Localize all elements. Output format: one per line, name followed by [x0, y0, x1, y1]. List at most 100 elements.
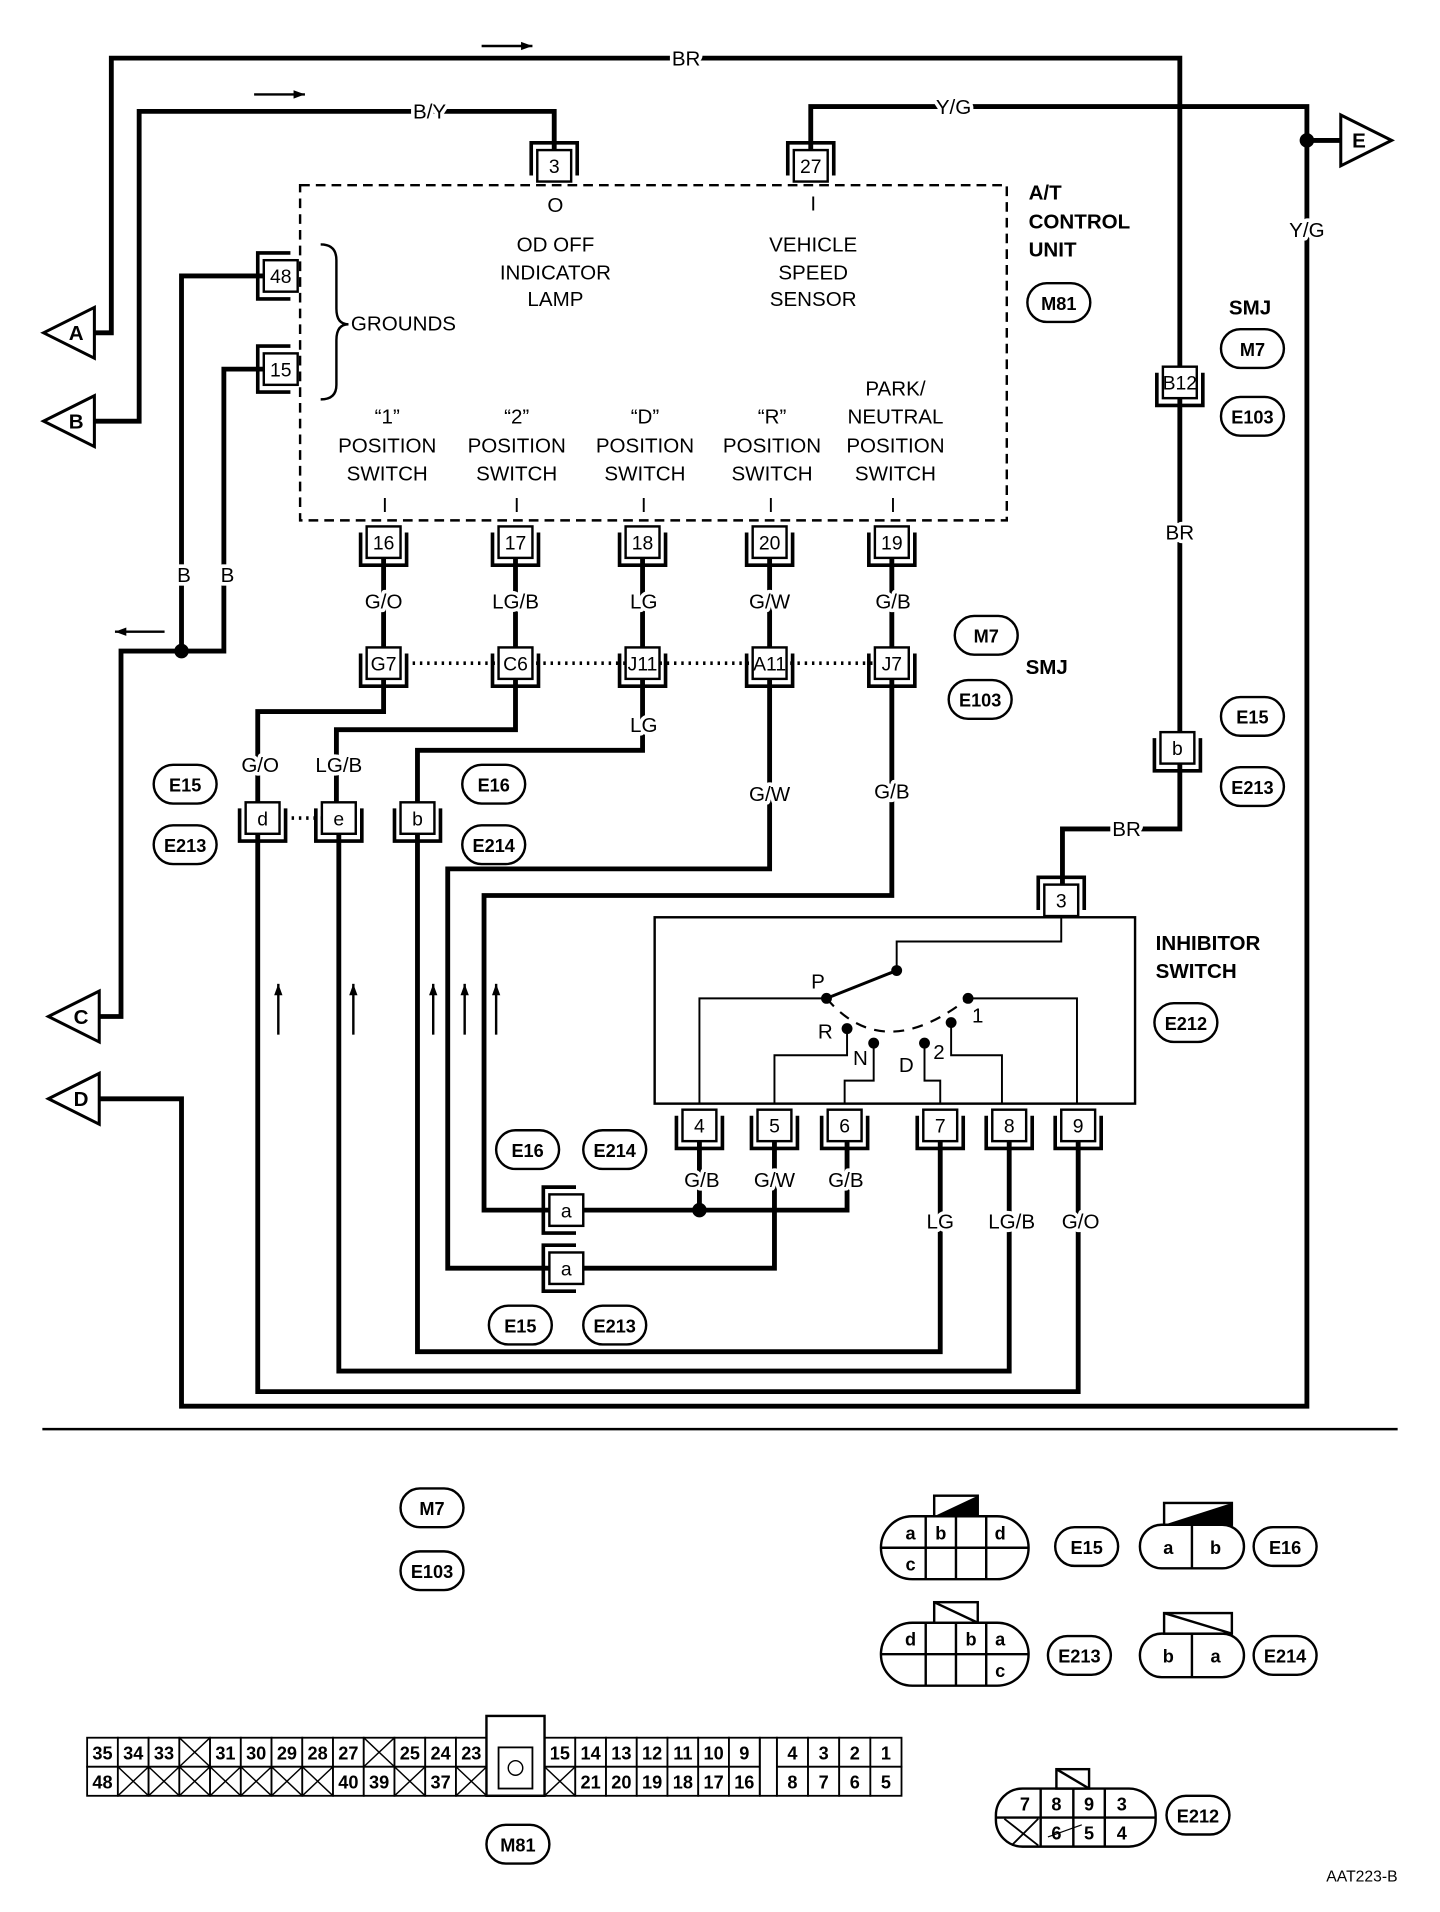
smj-terminal-label: J11 — [628, 653, 658, 675]
connector-id-e214-label: E214 — [473, 836, 515, 856]
connector-face-m81-cell-label: 9 — [739, 1743, 749, 1763]
connector-face-m81-cell-label: 7 — [819, 1773, 829, 1793]
terminal-3-label: 3 — [549, 156, 560, 178]
connector-id-e16 — [461, 763, 527, 805]
connector-face-e212-cell: 5 — [1084, 1823, 1094, 1843]
inhibitor-pin-bracket — [674, 1115, 725, 1151]
unused-cavity-mark — [209, 1766, 242, 1797]
od-off-label-3: LAMP — [527, 288, 583, 311]
connector-face-e212-cell: 9 — [1084, 1794, 1094, 1814]
terminal-15-bracket — [255, 344, 291, 394]
inhibitor-switch-box — [653, 916, 1137, 1105]
switch-1-label-1: “1” — [375, 406, 400, 429]
wire-lg-7 — [415, 818, 943, 1355]
harness-terminal-a-label: a — [561, 1200, 572, 1222]
unused-cavity-mark — [178, 1766, 211, 1797]
position-p: P — [811, 971, 825, 994]
smj-terminal — [873, 646, 910, 681]
inhibitor-internal-r — [773, 1028, 849, 1104]
terminal-16-bracket — [358, 532, 409, 567]
connector-id-e103 — [947, 678, 1013, 721]
terminal-3 — [536, 148, 573, 183]
connector-id-e214-label: E214 — [1264, 1647, 1306, 1667]
inhibitor-pin-label: 6 — [839, 1116, 850, 1138]
wire-br-3 — [1060, 382, 1183, 901]
smj-terminal-bracket — [358, 653, 409, 688]
harness-terminal-b — [1159, 730, 1196, 765]
diagram-code: AAT223-B — [1326, 1869, 1397, 1886]
terminal-18 — [624, 525, 661, 560]
connector-face-e15-cell: d — [995, 1523, 1006, 1543]
connector-face-m81-cell-label: 10 — [703, 1743, 723, 1763]
connector-id-e16 — [494, 1129, 561, 1171]
offpage-connector-a — [40, 304, 96, 361]
connector-face-e214-key-mark — [1163, 1611, 1233, 1635]
switch-r-label-3: SWITCH — [731, 462, 812, 485]
wire-label-gb: G/B — [875, 591, 910, 614]
smj-terminal — [365, 646, 402, 681]
wire-label-go: G/O — [241, 754, 279, 777]
unused-cavity-mark — [544, 1766, 576, 1797]
connector-face-e213-cell: d — [905, 1630, 916, 1650]
offpage-connector-c-label: C — [74, 1006, 89, 1029]
connector-face-m81-cell-label: 20 — [611, 1773, 631, 1793]
wire-label-yg: Y/G — [936, 96, 971, 119]
wire-label-by: B/Y — [413, 101, 446, 124]
arrow-head-icon — [429, 983, 438, 996]
connector-face-m81-cell — [775, 1765, 809, 1797]
connector-id-e15 — [1219, 695, 1286, 737]
connector-face-m81-cell — [666, 1765, 700, 1797]
connector-id-e212-label: E212 — [1177, 1806, 1219, 1826]
connector-id-e213-label: E213 — [594, 1316, 636, 1336]
terminal-in-mark: I — [810, 193, 816, 216]
smj-terminal-b12-label: B12 — [1163, 373, 1197, 395]
switch-2-label-2: POSITION — [468, 435, 566, 458]
connector-face-e214-cell: b — [1163, 1647, 1174, 1667]
terminal-16 — [365, 525, 402, 560]
connector-face-e16-cell: b — [1210, 1538, 1221, 1558]
connector-face-m81-cell-label: 4 — [787, 1743, 797, 1763]
connector-face-m81-cell-label: 25 — [400, 1743, 420, 1763]
connector-id-m7-label: M7 — [974, 627, 999, 647]
terminal-15 — [262, 352, 299, 387]
unit-title-1: A/T — [1029, 182, 1063, 205]
terminal-in-mark: I — [890, 494, 896, 517]
inhibitor-title-2: SWITCH — [1156, 960, 1237, 983]
connector-face-e213-cell: a — [995, 1630, 1006, 1650]
connector-id-e214 — [1252, 1634, 1318, 1676]
smj-terminal-label: J7 — [882, 653, 902, 675]
connector-face-e212-cell: 8 — [1051, 1794, 1061, 1814]
connector-id-e15 — [152, 763, 218, 805]
harness-terminal-a — [548, 1251, 585, 1286]
harness-terminal-d — [244, 801, 281, 835]
connector-face-m81-cell — [362, 1765, 396, 1797]
terminal-48 — [262, 258, 299, 293]
connector-face-m81-gap — [759, 1736, 778, 1797]
inhibitor-internal-n — [843, 1043, 875, 1104]
connector-id-e103 — [1219, 395, 1286, 437]
wire-gb — [481, 663, 895, 1213]
wire-by-b — [94, 108, 557, 424]
connector-face-m81-cell-label: 30 — [246, 1743, 266, 1763]
inhibitor-internal-p — [698, 997, 827, 1104]
terminal-19-label: 19 — [881, 532, 903, 554]
inhibitor-internal-d — [923, 1043, 942, 1104]
connector-face-m81-cell-label: 17 — [703, 1773, 723, 1793]
switch-r-label-1: “R” — [758, 406, 787, 429]
connector-id-e213-label: E213 — [164, 836, 206, 856]
harness-terminal-b-bracket — [1152, 738, 1203, 773]
connector-id-e16-label: E16 — [511, 1141, 543, 1161]
connector-face-e15-key-mark — [934, 1495, 978, 1517]
connector-face-e16-cell: a — [1163, 1538, 1174, 1558]
connector-face-m81-cell-label: 37 — [430, 1773, 450, 1793]
unused-cavity-mark — [117, 1766, 150, 1797]
inhibitor-pin — [681, 1108, 718, 1143]
connector-face-m81-cell-label: 29 — [277, 1743, 297, 1763]
connector-face-m81-cell — [728, 1765, 761, 1797]
connector-face-e15-cell: b — [935, 1523, 946, 1543]
connector-face-m81-cell-label: 11 — [673, 1743, 692, 1763]
switch-pn-label-1: PARK/ — [865, 378, 925, 401]
terminal-out-mark: O — [547, 194, 563, 217]
harness-terminal-b-label: b — [1172, 738, 1183, 760]
switch-d-label-1: “D” — [631, 406, 660, 429]
